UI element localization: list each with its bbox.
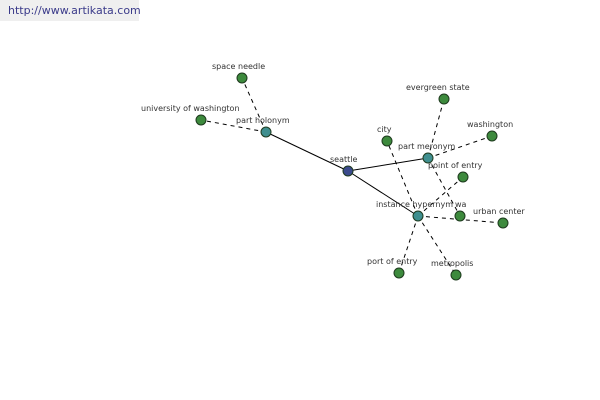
node-marker-instance-hypernym[interactable]: [412, 210, 424, 222]
node-city[interactable]: city: [377, 125, 393, 147]
edge-seattle-to-part-holonym: [265, 131, 349, 172]
node-label-port-of-entry: port of entry: [367, 257, 418, 266]
node-marker-wa[interactable]: [454, 210, 466, 222]
node-label-instance-hypernym: instance hypernym: [376, 200, 453, 209]
node-label-part-holonym: part holonym: [236, 116, 290, 125]
node-marker-space-needle[interactable]: [236, 72, 248, 84]
node-label-point-of-entry: point of entry: [428, 161, 483, 170]
node-marker-port-of-entry[interactable]: [393, 267, 405, 279]
node-port-of-entry[interactable]: port of entry: [367, 257, 418, 279]
node-marker-washington[interactable]: [486, 130, 498, 142]
node-marker-university-of-washington[interactable]: [195, 114, 207, 126]
node-label-space-needle: space needle: [212, 62, 265, 71]
edge-part-meronym-to-wa: [427, 157, 461, 217]
node-label-city: city: [377, 125, 392, 134]
node-label-wa: wa: [455, 200, 467, 209]
edge-instance-hypernym-to-point-of-entry: [417, 176, 464, 217]
node-marker-evergreen-state[interactable]: [438, 93, 450, 105]
node-instance-hypernym[interactable]: instance hypernym: [376, 200, 453, 222]
node-part-holonym[interactable]: part holonym: [236, 116, 290, 138]
edge-seattle-to-instance-hypernym: [347, 170, 419, 217]
node-marker-part-holonym[interactable]: [260, 126, 272, 138]
edge-instance-hypernym-to-port-of-entry: [398, 215, 419, 274]
node-washington[interactable]: washington: [467, 120, 513, 142]
edge-seattle-to-part-meronym: [347, 157, 429, 172]
source-url: http://www.artikata.com: [0, 0, 141, 21]
node-marker-point-of-entry[interactable]: [457, 171, 469, 183]
edge-instance-hypernym-to-city: [386, 140, 419, 217]
node-marker-urban-center[interactable]: [497, 217, 509, 229]
node-label-university-of-washington: university of washington: [141, 104, 240, 113]
node-label-urban-center: urban center: [473, 207, 525, 216]
node-label-evergreen-state: evergreen state: [406, 83, 470, 92]
node-label-part-meronym: part meronym: [398, 142, 455, 151]
node-university-of-washington[interactable]: university of washington: [141, 104, 240, 126]
node-marker-city[interactable]: [381, 135, 393, 147]
node-marker-seattle[interactable]: [342, 165, 354, 177]
node-metropolis[interactable]: metropolis: [431, 259, 473, 281]
node-marker-metropolis[interactable]: [450, 269, 462, 281]
node-part-meronym[interactable]: part meronym: [398, 142, 455, 164]
edge-part-holonym-to-space-needle: [241, 77, 267, 133]
node-wa[interactable]: wa: [454, 200, 467, 222]
node-label-seattle: seattle: [330, 155, 357, 164]
node-label-washington: washington: [467, 120, 513, 129]
node-point-of-entry[interactable]: point of entry: [428, 161, 483, 183]
node-evergreen-state[interactable]: evergreen state: [406, 83, 470, 105]
node-urban-center[interactable]: urban center: [473, 207, 525, 229]
node-space-needle[interactable]: space needle: [212, 62, 265, 84]
node-seattle[interactable]: seattle: [330, 155, 357, 177]
edge-part-meronym-to-washington: [427, 135, 493, 159]
edge-part-meronym-to-evergreen-state: [427, 98, 445, 159]
node-label-metropolis: metropolis: [431, 259, 473, 268]
edge-part-holonym-to-university-of-washington: [200, 119, 267, 133]
edge-instance-hypernym-to-metropolis: [417, 215, 457, 276]
node-marker-part-meronym[interactable]: [422, 152, 434, 164]
